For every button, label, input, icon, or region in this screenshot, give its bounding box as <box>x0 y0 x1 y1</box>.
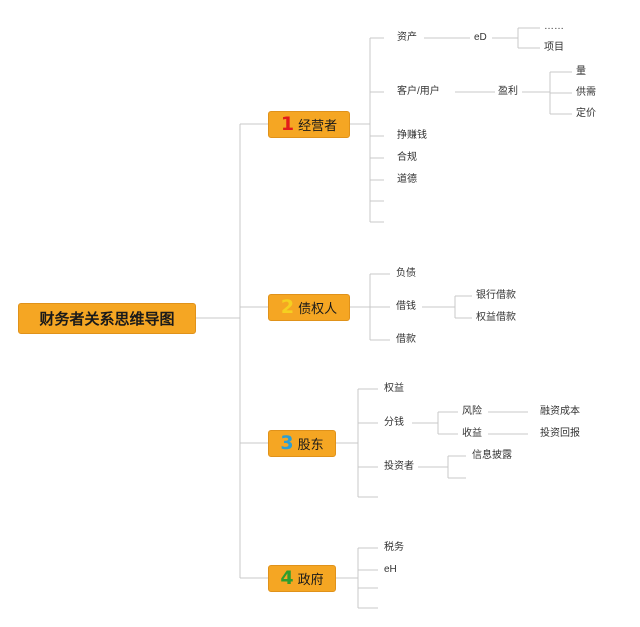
branch-node-shareholder[interactable]: 3 股东 <box>268 430 336 457</box>
branch-node-government[interactable]: 4 政府 <box>268 565 336 592</box>
node-bank-loan[interactable]: 银行借款 <box>476 290 516 301</box>
node-split-money[interactable]: 分钱 <box>384 417 404 428</box>
node-return[interactable]: 收益 <box>462 428 482 439</box>
node-disclosure[interactable]: 信息披露 <box>472 450 512 461</box>
node-asset-ellipsis[interactable]: …… <box>544 21 564 32</box>
branch-label-creditor: 债权人 <box>298 301 338 316</box>
branch-label-operator: 经营者 <box>298 118 338 133</box>
node-equity-loan[interactable]: 权益借款 <box>476 312 516 323</box>
root-node[interactable]: 财务者关系思维导图 <box>18 303 196 334</box>
node-earn-money[interactable]: 挣赚钱 <box>397 130 427 141</box>
node-investor[interactable]: 投资者 <box>384 461 414 472</box>
root-title: 财务者关系思维导图 <box>39 311 175 328</box>
branch-node-creditor[interactable]: 2 债权人 <box>268 294 350 321</box>
node-ethics[interactable]: 道德 <box>397 174 417 185</box>
branch-number-3: 3 <box>280 432 294 454</box>
node-volume[interactable]: 量 <box>576 66 586 77</box>
node-eh[interactable]: eH <box>384 564 397 575</box>
node-tax[interactable]: 税务 <box>384 542 404 553</box>
node-risk[interactable]: 风险 <box>462 406 482 417</box>
node-assets[interactable]: 资产 <box>397 32 417 43</box>
node-customer-user[interactable]: 客户/用户 <box>397 86 440 97</box>
node-project[interactable]: 项目 <box>544 42 564 53</box>
node-supply-demand[interactable]: 供需 <box>576 87 596 98</box>
node-profit[interactable]: 盈利 <box>498 86 518 97</box>
node-liabilities[interactable]: 负债 <box>396 268 416 279</box>
node-investment-return[interactable]: 投资回报 <box>540 428 580 439</box>
node-equity[interactable]: 权益 <box>384 383 404 394</box>
branch-label-shareholder: 股东 <box>297 437 324 452</box>
node-borrow-money[interactable]: 借钱 <box>396 301 416 312</box>
branch-label-government: 政府 <box>297 572 324 587</box>
branch-number-1: 1 <box>280 113 295 135</box>
node-loan[interactable]: 借款 <box>396 334 416 345</box>
node-asset-sub[interactable]: eD <box>474 32 487 43</box>
branch-node-operator[interactable]: 1 经营者 <box>268 111 350 138</box>
branch-number-4: 4 <box>280 567 294 589</box>
node-pricing[interactable]: 定价 <box>576 108 596 119</box>
node-compliance[interactable]: 合规 <box>397 152 417 163</box>
node-financing-cost[interactable]: 融资成本 <box>540 406 580 417</box>
branch-number-2: 2 <box>280 296 295 318</box>
